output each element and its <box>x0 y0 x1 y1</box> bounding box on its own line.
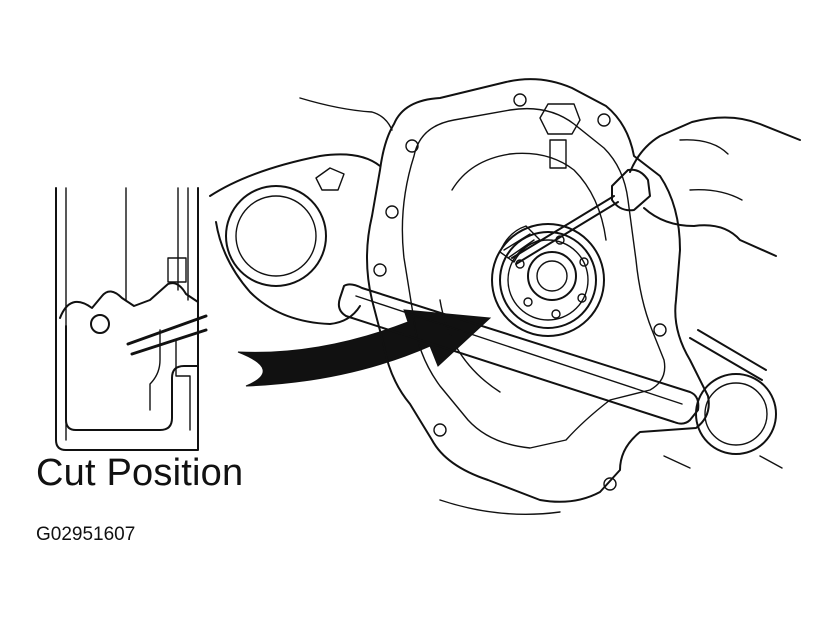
pointer-arrow <box>237 309 492 387</box>
rear-plate <box>337 78 710 503</box>
inset-detail <box>55 187 208 451</box>
engine-block <box>209 97 393 325</box>
right-bore <box>439 329 783 515</box>
cut-position-label: Cut Position <box>36 452 244 494</box>
top-details <box>373 93 667 491</box>
screwdriver <box>511 116 801 265</box>
oil-seal <box>491 223 605 337</box>
figure-code: G02951607 <box>36 524 136 545</box>
